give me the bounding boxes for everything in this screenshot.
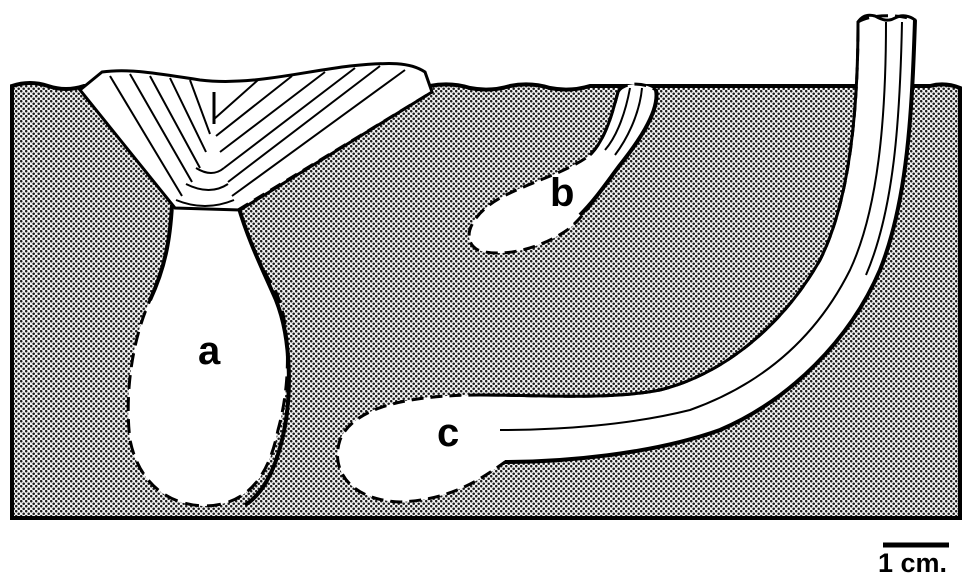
label-c: c xyxy=(437,411,459,455)
scale-bar: 1 cm. xyxy=(878,545,949,578)
label-b: b xyxy=(550,171,574,215)
scale-bar-label: 1 cm. xyxy=(878,548,947,578)
label-a: a xyxy=(198,329,221,373)
